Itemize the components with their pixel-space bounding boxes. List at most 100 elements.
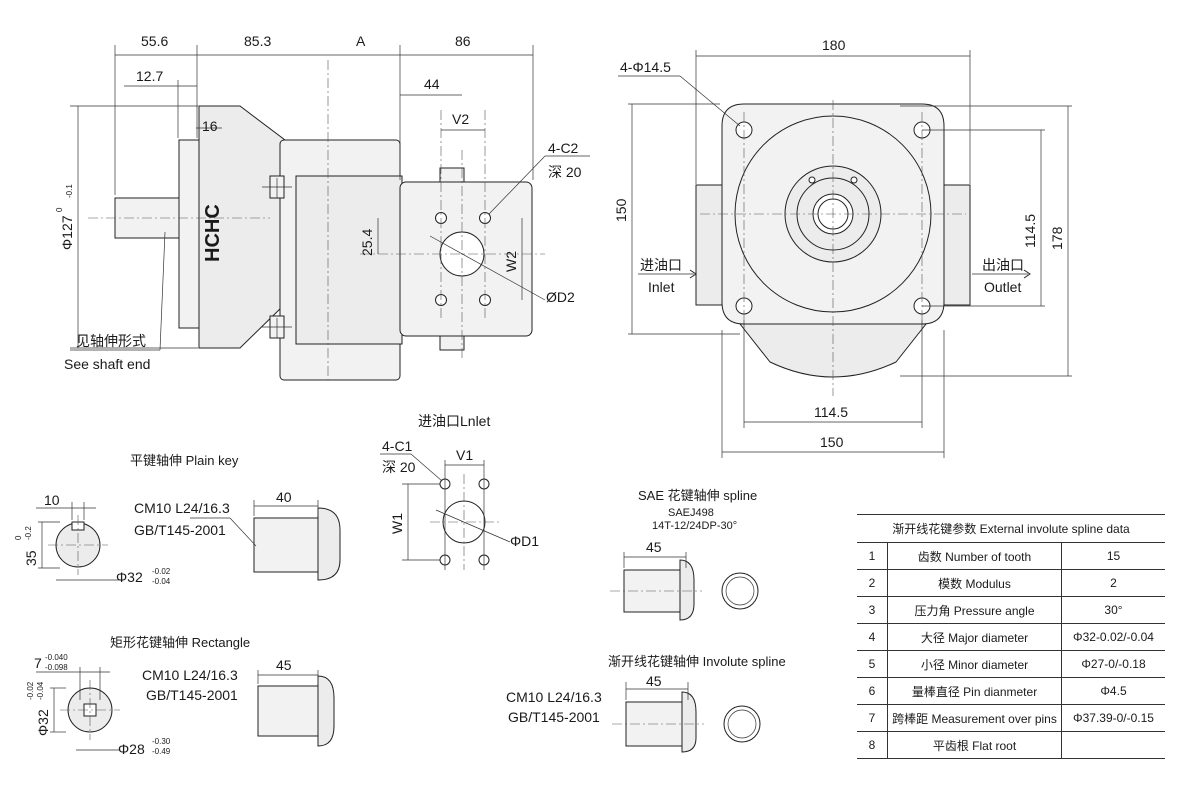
rect-spline-cm: CM10 L24/16.3 [142,667,238,683]
spline-table-title: 渐开线花键参数 External involute spline data [857,514,1165,543]
involute-spline-d45: 45 [646,673,662,689]
row-value [1061,731,1165,759]
dim-44: 44 [424,76,440,92]
dim-114-5-vertical: 114.5 [1022,214,1038,248]
row-parameter: 压力角 Pressure angle [887,596,1062,624]
involute-spline-gb: GB/T145-2001 [508,709,600,725]
plain-key-title: 平键轴伸 Plain key [130,453,239,468]
plain-key-shaft [253,517,319,573]
row-value: Φ37.39-0/-0.15 [1061,704,1165,732]
row-value: Φ4.5 [1061,677,1165,705]
shaft-note-cn: 见轴伸形式 [76,333,146,349]
side-view: 55.6 85.3 A 86 12.7 16 44 V2 Φ127 0 -0.1… [55,33,590,381]
rect-spline-gb: GB/T145-2001 [146,687,238,703]
row-number: 2 [857,569,888,597]
plain-key-d32-tol-bot: -0.04 [152,577,171,586]
involute-spline-gear-icon [723,705,761,743]
plain-key-d35-tol-bot: -0.2 [24,526,33,540]
rect-spline-d28: Φ28 [118,741,145,757]
rect-spline-d7-tol-bot: -0.098 [45,663,68,672]
dim-180: 180 [822,37,846,53]
plain-key-shaft-end [317,507,341,581]
row-number: 1 [857,542,888,570]
table-row: 5 小径 Minor diameter Φ27-0/-0.18 [857,650,1165,678]
table-row: 1 齿数 Number of tooth 15 [857,542,1165,570]
spline-table-header: 渐开线花键参数 External involute spline data [857,514,1165,543]
plain-key-d32-tol-top: -0.02 [152,567,171,576]
port-boss-right [943,184,971,306]
port-boss-left [695,184,723,306]
row-value: 15 [1061,542,1165,570]
plain-key-d35-tol-top: 0 [14,535,23,540]
housing-bottom [738,323,928,378]
chamfer-4-c2: 4-C2 [548,140,579,156]
rect-spline-title: 矩形花键轴伸 Rectangle [110,635,250,650]
dim-16: 16 [202,118,218,134]
rect-spline-d32: Φ32 [35,709,51,736]
dim-114-5-horizontal: 114.5 [814,404,848,420]
row-parameter: 模数 Modulus [887,569,1062,597]
plain-key-detail: 平键轴伸 Plain key 35 0 -0.2 10 Φ32 -0.02 -0… [14,453,341,586]
housing-block [295,175,403,345]
dim-178: 178 [1049,226,1065,250]
dim-dia-127-tol-top: 0 [55,207,64,212]
sae-spline-spec: 14T-12/24DP-30° [652,520,737,532]
involute-spline-cm: CM10 L24/16.3 [506,689,602,705]
row-number: 3 [857,596,888,624]
row-number: 5 [857,650,888,678]
row-number: 4 [857,623,888,651]
dim-dia-127: Φ127 [59,215,75,250]
inlet-depth: 深 20 [382,459,416,475]
row-parameter: 跨棒距 Measurement over pins [887,704,1062,732]
dim-85-3: 85.3 [244,33,271,49]
row-parameter: 量棒直径 Pin dianmeter [887,677,1062,705]
row-number: 6 [857,677,888,705]
rear-cap-top [439,167,465,183]
dim-dia-127-tol-bot: -0.1 [65,184,74,198]
row-value: 2 [1061,569,1165,597]
row-value: Φ27-0/-0.18 [1061,650,1165,678]
rect-spline-detail: 矩形花键轴伸 Rectangle 7 -0.040 -0.098 Φ32 -0.… [26,635,335,757]
dim-a: A [356,33,366,49]
table-row: 4 大径 Major diameter Φ32-0.02/-0.04 [857,623,1165,651]
row-number: 7 [857,704,888,732]
rect-spline-d32-tol-top: -0.02 [26,681,35,700]
dim-150-horizontal: 150 [820,434,844,450]
outlet-label-en: Outlet [984,279,1021,295]
holes-4-dia-14-5: 4-Φ14.5 [620,59,671,75]
row-number: 8 [857,731,888,759]
dim-v2: V2 [452,111,469,127]
rect-spline-shaft [257,685,319,737]
sae-spline-std: SAEJ498 [668,507,714,519]
row-value: 30° [1061,596,1165,624]
inlet-port-title: 进油口Lnlet [418,413,490,429]
rear-cap-bottom [439,335,465,351]
front-view: 180 4-Φ14.5 150 114.5 178 114.5 150 进油口 … [613,37,1072,458]
rect-spline-d7-tol-top: -0.040 [45,653,68,662]
involute-spline-title: 渐开线花键轴伸 Involute spline [608,654,786,669]
shaft-note-en: See shaft end [64,356,150,372]
rect-spline-d7: 7 [34,655,42,671]
dim-55-6: 55.6 [141,33,168,49]
row-parameter: 大径 Major diameter [887,623,1062,651]
inlet-v1: V1 [456,447,473,463]
table-row: 7 跨棒距 Measurement over pins Φ37.39-0/-0.… [857,704,1165,732]
dim-150-vertical: 150 [613,198,629,222]
row-parameter: 平齿根 Flat root [887,731,1062,759]
rect-spline-d28-tol-top: -0.30 [152,737,171,746]
outlet-label-cn: 出油口 [982,257,1024,273]
dim-w2: W2 [503,251,519,272]
row-value: Φ32-0.02/-0.04 [1061,623,1165,651]
rect-spline-d32-tol-bot: -0.04 [36,681,45,700]
brand-logo: HCHC [202,204,224,262]
involute-spline-detail: 渐开线花键轴伸 Involute spline 45 CM10 L24/16.3… [506,654,786,753]
spline-data-table: 渐开线花键参数 External involute spline data 1 … [857,514,1165,759]
table-row: 6 量棒直径 Pin dianmeter Φ4.5 [857,677,1165,705]
plain-key-gb: GB/T145-2001 [134,522,226,538]
table-row: 8 平齿根 Flat root [857,731,1165,759]
depth-20: 深 20 [548,164,582,180]
inlet-d1: ΦD1 [510,533,539,549]
plain-key-d10: 10 [44,492,60,508]
rect-spline-d28-tol-bot: -0.49 [152,747,171,756]
